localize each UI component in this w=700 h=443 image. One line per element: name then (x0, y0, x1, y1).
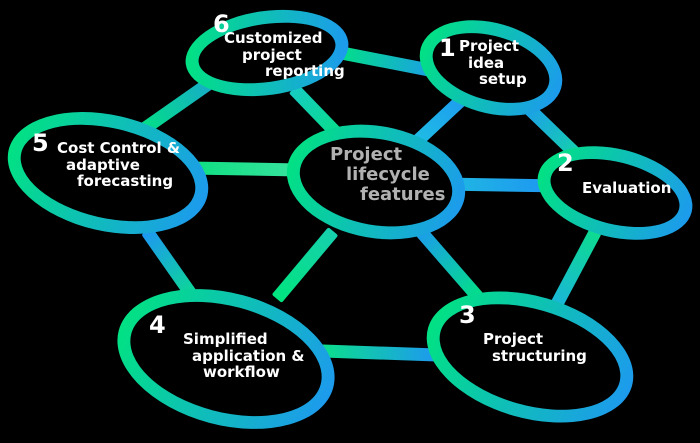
center-label-line-3: features (360, 184, 446, 205)
node-1-number: 1 (439, 34, 456, 62)
node-3-label-line-2: structuring (492, 346, 587, 365)
node-4-label-line-2: application & (192, 346, 305, 365)
node-3-label: Project structuring (483, 331, 587, 364)
node-4-label: Simplified application & workflow (183, 331, 305, 381)
node-5-label-line-1: Cost Control & (57, 139, 180, 157)
node-5-label-line-2: adaptive (66, 155, 140, 174)
node-4-label-line-3: workflow (203, 363, 280, 381)
node-6-label-line-3: reporting (265, 62, 345, 80)
node-3-number: 3 (459, 301, 476, 329)
center-node-label: Project lifecycle features (330, 145, 445, 205)
node-4-label-line-1: Simplified (183, 330, 268, 348)
node-5-number: 5 (32, 129, 49, 157)
connector-center-2 (453, 177, 551, 193)
connector-3-4 (320, 344, 440, 362)
node-6-number: 6 (213, 10, 230, 38)
node-2-number: 2 (557, 149, 574, 177)
center-label-line-2: lifecycle (346, 164, 430, 185)
node-1-label-line-2: idea (468, 53, 505, 72)
node-1-label-line-3: setup (479, 70, 527, 88)
connector-center-4 (271, 227, 339, 303)
node-5-label-line-3: forecasting (77, 172, 174, 190)
connector-2-3 (548, 228, 602, 312)
node-2-label-line-1: Evaluation (582, 179, 672, 197)
node-4-number: 4 (149, 311, 166, 339)
center-label-line-1: Project (330, 144, 403, 165)
node-6-label-line-1: Customized (224, 29, 323, 47)
node-5-label: Cost Control & adaptive forecasting (57, 140, 180, 190)
node-6-label-line-2: project (242, 45, 302, 64)
node-1-label-line-1: Project (459, 37, 520, 55)
node-2-label: Evaluation (582, 180, 671, 197)
node-6-label: Customized project reporting (224, 30, 345, 80)
node-3-label-line-1: Project (483, 330, 544, 348)
node-1-label: Project idea setup (459, 38, 527, 88)
